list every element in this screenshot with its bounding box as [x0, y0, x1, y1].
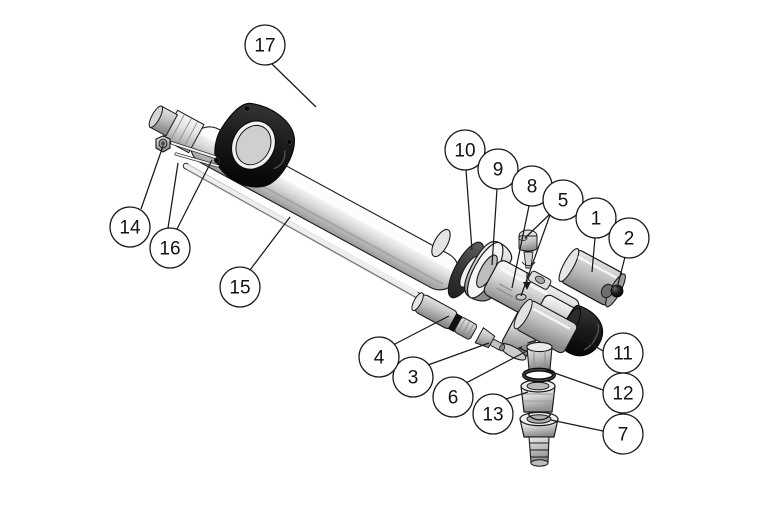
leader-line-4	[392, 315, 450, 346]
callout-circle-2	[608, 217, 650, 259]
callout-circle-13	[472, 393, 514, 435]
leader-line-12	[545, 369, 604, 391]
leader-lines	[140, 63, 626, 432]
callout-circle-7	[602, 413, 644, 455]
callout-balloon-9[interactable]: 9	[477, 148, 519, 190]
part-14-hex-nut	[155, 135, 171, 153]
callout-balloon-13[interactable]: 13	[472, 393, 514, 435]
callout-balloon-11[interactable]: 11	[602, 332, 644, 374]
leader-line-1	[591, 237, 596, 273]
leader-line-2	[616, 256, 626, 289]
leader-line-6	[465, 351, 526, 384]
part-2-ball	[610, 284, 624, 298]
callout-balloon-17[interactable]: 17	[244, 24, 286, 66]
callout-label-8: 8	[527, 177, 538, 198]
part-15-actuator-rod	[182, 162, 423, 300]
callout-circle-12	[602, 372, 644, 414]
callout-label-7: 7	[618, 425, 629, 446]
part-7-hose-barb-fitting	[519, 411, 559, 467]
leader-line-17	[271, 63, 317, 108]
callout-label-12: 12	[612, 384, 633, 405]
callout-label-16: 16	[159, 239, 180, 260]
callout-label-17: 17	[254, 36, 275, 57]
part-11-sleeve	[513, 298, 578, 354]
callout-balloon-12[interactable]: 12	[602, 372, 644, 414]
leader-line-8	[511, 205, 530, 289]
part-3-nozzle-tip	[474, 327, 506, 352]
callout-label-10: 10	[454, 141, 475, 162]
callout-label-9: 9	[493, 160, 504, 181]
leader-line-14	[140, 145, 164, 210]
callout-label-2: 2	[624, 229, 635, 250]
leader-line-16-b	[176, 159, 213, 230]
callout-circle-5	[542, 179, 584, 221]
callout-circle-6	[432, 376, 474, 418]
callout-label-11: 11	[613, 344, 633, 365]
callout-circle-17	[244, 24, 286, 66]
callout-label-15: 15	[229, 278, 250, 299]
callout-balloon-7[interactable]: 7	[602, 413, 644, 455]
callout-circle-1	[575, 197, 617, 239]
callout-balloon-15[interactable]: 15	[219, 266, 261, 308]
callout-circle-3	[392, 356, 434, 398]
part-13-threaded-collar	[520, 379, 556, 413]
leader-line-3	[427, 342, 490, 366]
leader-line-10	[465, 169, 473, 251]
part-12-o-ring	[522, 367, 556, 383]
callout-balloon-2[interactable]: 2	[608, 217, 650, 259]
callout-label-14: 14	[119, 218, 141, 239]
callout-circle-4	[358, 336, 400, 378]
leader-line-13	[505, 391, 529, 400]
callout-circle-9	[477, 148, 519, 190]
callout-label-1: 1	[591, 209, 602, 230]
leader-line-15	[249, 216, 291, 271]
callout-label-3: 3	[408, 368, 419, 389]
leader-line-11	[579, 336, 604, 352]
callout-balloon-16[interactable]: 16	[149, 227, 191, 269]
callout-balloon-5[interactable]: 5	[542, 179, 584, 221]
callout-label-13: 13	[482, 405, 503, 426]
part-16-retaining-pin	[170, 141, 220, 168]
part-4-nozzle-o-ring	[411, 292, 478, 340]
leader-line-5-b	[520, 214, 551, 297]
callout-label-4: 4	[374, 348, 385, 369]
callout-circle-16	[149, 227, 191, 269]
callout-label-6: 6	[448, 388, 459, 409]
callout-circle-14	[109, 206, 151, 248]
callout-balloon-4[interactable]: 4	[358, 336, 400, 378]
callout-balloon-6[interactable]: 6	[432, 376, 474, 418]
leader-line-16	[167, 162, 179, 229]
leader-line-7	[550, 419, 604, 432]
leader-line-9	[491, 188, 498, 266]
callout-label-5: 5	[558, 191, 569, 212]
leader-line-5	[524, 212, 552, 239]
callout-circle-10	[444, 129, 486, 171]
part-17-mounting-flange	[213, 102, 295, 188]
callout-balloon-14[interactable]: 14	[109, 206, 151, 248]
callout-balloon-1[interactable]: 1	[575, 197, 617, 239]
callout-balloon-10[interactable]: 10	[444, 129, 486, 171]
callout-balloon-3[interactable]: 3	[392, 356, 434, 398]
callout-circle-15	[219, 266, 261, 308]
part-13-stem	[526, 341, 553, 371]
